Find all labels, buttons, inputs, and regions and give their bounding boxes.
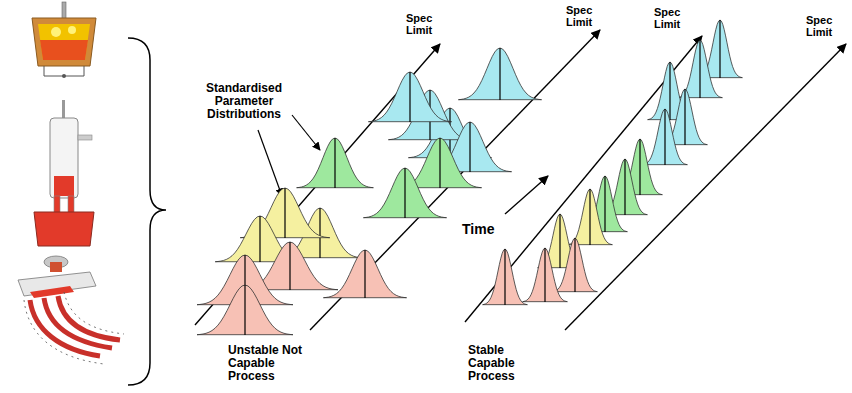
mean-line [664,109,665,165]
mean-line [499,48,500,100]
distribution-curve [458,48,541,100]
distribution-curve [368,72,451,122]
brace [128,38,166,385]
mean-line [589,189,590,245]
bell-shape [458,48,541,100]
mean-line [364,250,365,298]
distribution-curve [483,249,528,305]
mean-line [289,242,290,290]
bell-shape [643,109,688,165]
mean-line [259,216,260,262]
mean-line [404,168,405,218]
bell-shape [297,138,374,188]
bell-shape [363,168,446,218]
mean-line [244,285,245,335]
mean-line [719,20,720,78]
spec-limit-label: Spec Limit [806,14,842,38]
mean-line [669,62,670,120]
mean-line [334,138,335,188]
distributions [197,20,742,335]
spec-limit-label: Spec Limit [406,12,442,36]
spec-limit-label: Spec Limit [566,4,602,28]
time-axes [195,30,846,330]
distribution-curve [553,238,598,292]
distribution-curve [523,248,568,302]
mean-line [684,89,685,145]
distribution-curve [197,285,293,335]
mean-line [544,248,545,302]
mean-line [504,249,505,305]
bell-shape [197,285,293,335]
mean-line [469,122,470,172]
bell-shape [523,248,568,302]
process-label: Unstable Not Capable Process [228,344,308,384]
ladle-furnace-icon [32,2,96,78]
mean-line [439,138,440,188]
bell-shape [323,250,406,298]
mean-line [559,214,560,268]
spec-limit-label: Spec Limit [654,6,690,30]
mean-line [319,208,320,258]
bell-shape [483,249,528,305]
distribution-curve [363,168,446,218]
distribution-curve [323,250,406,298]
bell-shape [368,72,451,122]
bell-shape [678,40,723,98]
distribution-curve [297,138,374,188]
distribution-curve [643,109,688,165]
mean-line [409,72,410,122]
continuous-caster-icon [18,256,124,364]
mean-line [639,139,640,195]
vacuum-degasser-icon [34,100,94,246]
bell-shape [568,189,613,245]
mean-line [284,188,285,238]
bell-shape [553,238,598,292]
distribution-curve [568,189,613,245]
mean-line [699,40,700,98]
process-label: Stable Capable Process [468,344,530,384]
mean-line [624,159,625,215]
axis-label: Time [462,222,512,237]
mean-line [574,238,575,292]
callout-text: Standardised Parameter Distributions [196,82,292,122]
mean-line [604,176,605,232]
